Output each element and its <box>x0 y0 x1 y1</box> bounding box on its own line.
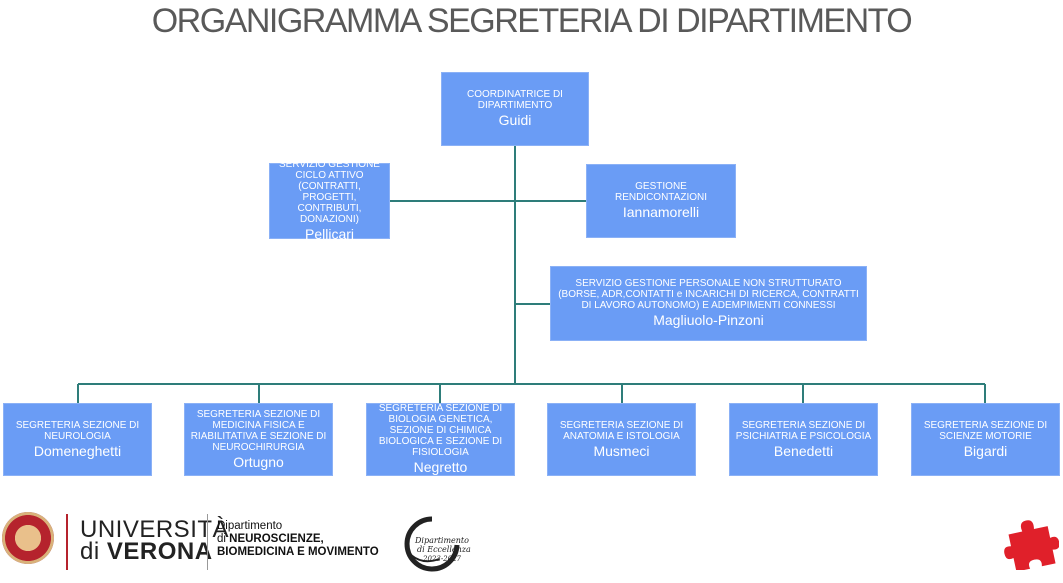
department-prefix: di <box>217 533 230 545</box>
puzzle-piece-icon <box>1004 520 1059 570</box>
university-logo: UNIVERSITÀ di VERONA <box>80 516 230 565</box>
department-logo: Dipartimento di NEUROSCIENZE, BIOMEDICIN… <box>217 520 379 559</box>
section-role: SEGRETERIA SEZIONE DI SCIENZE MOTORIE <box>923 419 1048 442</box>
university-seal-icon <box>2 512 54 564</box>
coordinator-box: COORDINATRICE DI DIPARTIMENTO Guidi <box>441 72 589 146</box>
ciclo-attivo-role: SERVIZIO GESTIONE CICLO ATTIVO (CONTRATT… <box>279 159 380 225</box>
section-role: SEGRETERIA SEZIONE DI MEDICINA FISICA E … <box>190 408 327 453</box>
section-role: SEGRETERIA SEZIONE DI BIOLOGIA GENETICA,… <box>378 403 503 458</box>
university-city: VERONA <box>106 538 213 565</box>
footer-divider <box>66 514 68 570</box>
section-box: SEGRETERIA SEZIONE DI MEDICINA FISICA E … <box>184 403 333 476</box>
section-box: SEGRETERIA SEZIONE DI SCIENZE MOTORIE Bi… <box>911 403 1060 476</box>
section-person: Musmeci <box>593 442 650 459</box>
university-name: UNIVERSITÀ <box>80 516 230 543</box>
department-name-2: BIOMEDICINA E MOVIMENTO <box>217 546 379 558</box>
excellence-badge-icon: Dipartimento di Eccellenza 2023-2027 <box>404 516 471 572</box>
personale-person: Magliuolo-Pinzoni <box>653 312 764 328</box>
rendicontazioni-person: Iannamorelli <box>622 204 700 220</box>
section-box: SEGRETERIA SEZIONE DI NEUROLOGIA Domeneg… <box>3 403 152 476</box>
section-box: SEGRETERIA SEZIONE DI BIOLOGIA GENETICA,… <box>366 403 515 476</box>
section-person: Bigardi <box>963 442 1008 459</box>
svg-text:Dipartimento: Dipartimento <box>414 536 469 545</box>
personale-box: SERVIZIO GESTIONE PERSONALE NON STRUTTUR… <box>550 266 867 341</box>
department-label: Dipartimento <box>217 520 283 532</box>
coordinator-person: Guidi <box>498 112 532 128</box>
section-box: SEGRETERIA SEZIONE DI ANATOMIA E ISTOLOG… <box>547 403 696 476</box>
department-name-1: NEUROSCIENZE, <box>229 533 324 545</box>
svg-text:di Eccellenza: di Eccellenza <box>417 545 471 554</box>
coordinator-role: COORDINATRICE DI DIPARTIMENTO <box>467 89 563 111</box>
ciclo-attivo-person: Pellicari <box>304 226 354 242</box>
section-role: SEGRETERIA SEZIONE DI NEUROLOGIA <box>15 419 140 442</box>
university-prefix: di <box>80 538 107 565</box>
ciclo-attivo-box: SERVIZIO GESTIONE CICLO ATTIVO (CONTRATT… <box>269 159 390 242</box>
personale-role: SERVIZIO GESTIONE PERSONALE NON STRUTTUR… <box>558 278 859 311</box>
rendicontazioni-box: GESTIONE RENDICONTAZIONI Iannamorelli <box>586 164 736 238</box>
section-person: Domeneghetti <box>33 442 122 459</box>
rendicontazioni-role: GESTIONE RENDICONTAZIONI <box>614 181 708 203</box>
section-person: Ortugno <box>233 453 284 470</box>
footer-divider-2 <box>207 514 208 570</box>
section-role: SEGRETERIA SEZIONE DI ANATOMIA E ISTOLOG… <box>559 419 684 442</box>
page-title: ORGANIGRAMMA SEGRETERIA DI DIPARTIMENTO <box>151 2 913 40</box>
section-person: Benedetti <box>773 442 834 459</box>
section-person: Negretto <box>413 459 468 475</box>
svg-text:2023-2027: 2023-2027 <box>422 555 462 563</box>
section-box: SEGRETERIA SEZIONE DI PSICHIATRIA E PSIC… <box>729 403 878 476</box>
section-role: SEGRETERIA SEZIONE DI PSICHIATRIA E PSIC… <box>735 419 872 442</box>
